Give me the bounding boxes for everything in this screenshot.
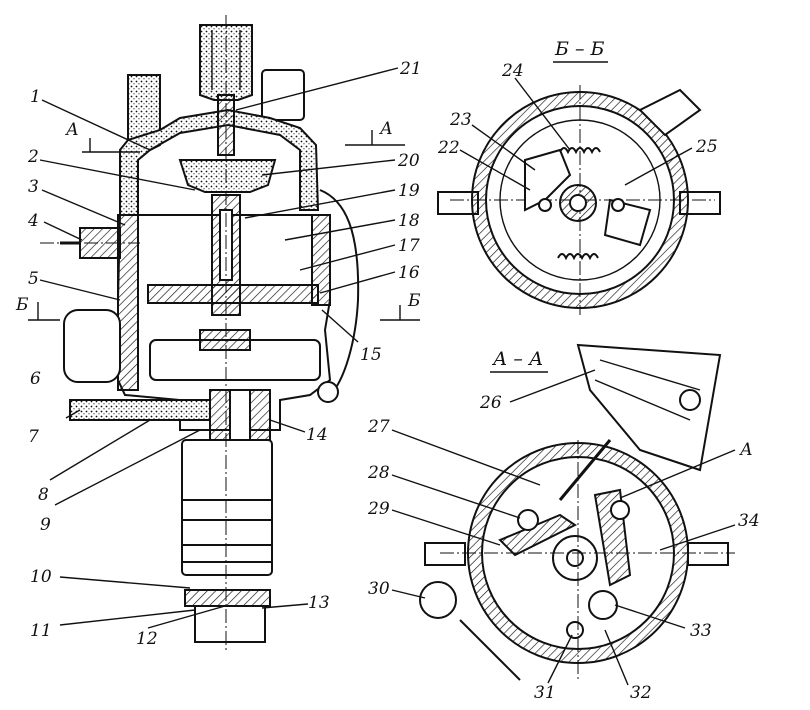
- cut-letter-b-right: Б: [407, 291, 421, 311]
- callout-28: 28: [367, 463, 390, 483]
- link-rod: [558, 439, 612, 501]
- callout-2: 2: [27, 147, 39, 167]
- screw-31: [566, 621, 584, 639]
- callout-32: 32: [630, 683, 652, 703]
- callout-30: 30: [368, 579, 390, 599]
- callout-6: 6: [30, 369, 41, 389]
- callout-31: 31: [534, 683, 556, 703]
- capacitor: [63, 309, 121, 383]
- callout-29: 29: [367, 499, 390, 519]
- callout-24: 24: [501, 61, 524, 81]
- coupling-pin: [184, 589, 271, 607]
- callout-17: 17: [398, 236, 420, 256]
- callout-12: 12: [136, 629, 158, 649]
- cut-arrow-a-right: [345, 130, 405, 146]
- callout-33: 33: [690, 621, 712, 641]
- callout-14: 14: [306, 425, 328, 445]
- rotor: [178, 159, 277, 193]
- title-section-aa: А – А: [491, 348, 543, 370]
- shank: [181, 439, 273, 576]
- cut-arrow-a-left: [82, 138, 140, 153]
- title-section-bb: Б – Б: [554, 38, 605, 60]
- cut-letter-a-right: А: [379, 119, 393, 139]
- callout-1: 1: [30, 87, 41, 107]
- callout-18: 18: [398, 211, 420, 231]
- cut-arrow-b-left: [28, 302, 60, 321]
- detail-letter-a: А: [739, 440, 753, 460]
- eccentric-33: [588, 590, 618, 620]
- callout-4: 4: [27, 211, 39, 231]
- housing-wall-right: [311, 214, 331, 306]
- vacuum-hose: [319, 189, 360, 396]
- bb-vacuum-port: [638, 88, 702, 137]
- callout-10: 10: [30, 567, 52, 587]
- callout-34: 34: [738, 511, 760, 531]
- cut-arrow-b-right: [380, 305, 420, 321]
- callout-15: 15: [360, 345, 382, 365]
- callout-21: 21: [399, 59, 422, 79]
- callout-16: 16: [398, 263, 420, 283]
- aa-lug-right: [687, 542, 729, 566]
- callout-5: 5: [28, 269, 39, 289]
- screw-28: [517, 509, 539, 531]
- wire-connector: [419, 581, 457, 619]
- callout-11: 11: [30, 621, 52, 641]
- callout-27: 27: [367, 417, 390, 437]
- section-aa-view: [419, 343, 735, 681]
- callout-20: 20: [397, 151, 420, 171]
- callout-25: 25: [695, 137, 718, 157]
- vacuum-regulator: [576, 343, 722, 472]
- callout-9: 9: [40, 515, 51, 535]
- bb-weight-left: [524, 148, 572, 212]
- callout-26: 26: [479, 393, 502, 413]
- main-section-view: [28, 15, 420, 650]
- callout-13: 13: [308, 593, 330, 613]
- cut-letter-a-left: А: [65, 120, 79, 140]
- section-bb-view: [437, 85, 721, 315]
- drive-coupling: [194, 605, 266, 643]
- cap-terminal-right: [261, 69, 305, 121]
- bb-spring-upper: [559, 147, 601, 155]
- octane-corrector: [69, 399, 211, 421]
- callout-22: 22: [437, 138, 460, 158]
- callout-8: 8: [38, 485, 49, 505]
- cut-letter-b-left: Б: [15, 295, 29, 315]
- housing-wall-left: [117, 214, 139, 391]
- callout-19: 19: [398, 181, 420, 201]
- callout-7: 7: [28, 427, 39, 447]
- callout-23: 23: [449, 110, 472, 130]
- callout-3: 3: [28, 177, 39, 197]
- bb-spring-lower: [557, 253, 599, 261]
- aa-lug-left: [424, 542, 466, 566]
- leader-lines: [39, 67, 736, 686]
- lead-wire: [459, 619, 521, 681]
- breaker-plate: [147, 284, 319, 304]
- breaker-arm: [498, 513, 577, 557]
